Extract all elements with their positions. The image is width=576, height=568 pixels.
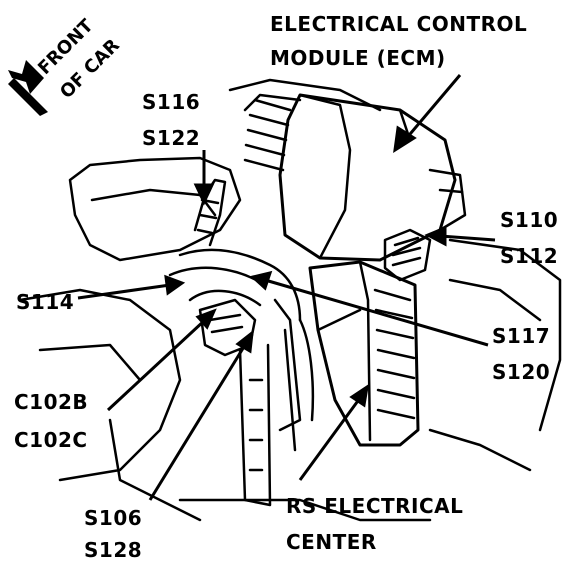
splice-label-s116: S116 (142, 90, 201, 114)
front-of-car-indicator: FRONT OF CAR (4, 8, 124, 118)
splice-label-s110: S110 (500, 208, 559, 232)
splice-label-s112: S112 (500, 244, 559, 268)
splice-label-s122: S122 (142, 126, 201, 150)
splice-label-s128: S128 (84, 538, 143, 562)
direction-arrow-icon (8, 60, 48, 116)
splice-label-s120: S120 (492, 360, 551, 384)
splice-label-s106: S106 (84, 506, 143, 530)
connector-label-c102b: C102B (14, 390, 89, 414)
splice-label-s117: S117 (492, 324, 551, 348)
ecm-label-line2: MODULE (ECM) (270, 46, 446, 70)
ecm-label-line1: ELECTRICAL CONTROL (270, 12, 528, 36)
splice-label-s114: S114 (16, 290, 75, 314)
rs-electrical-center-line2: CENTER (286, 530, 377, 554)
rs-electrical-center-line1: RS ELECTRICAL (286, 494, 464, 518)
connector-label-c102c: C102C (14, 428, 88, 452)
